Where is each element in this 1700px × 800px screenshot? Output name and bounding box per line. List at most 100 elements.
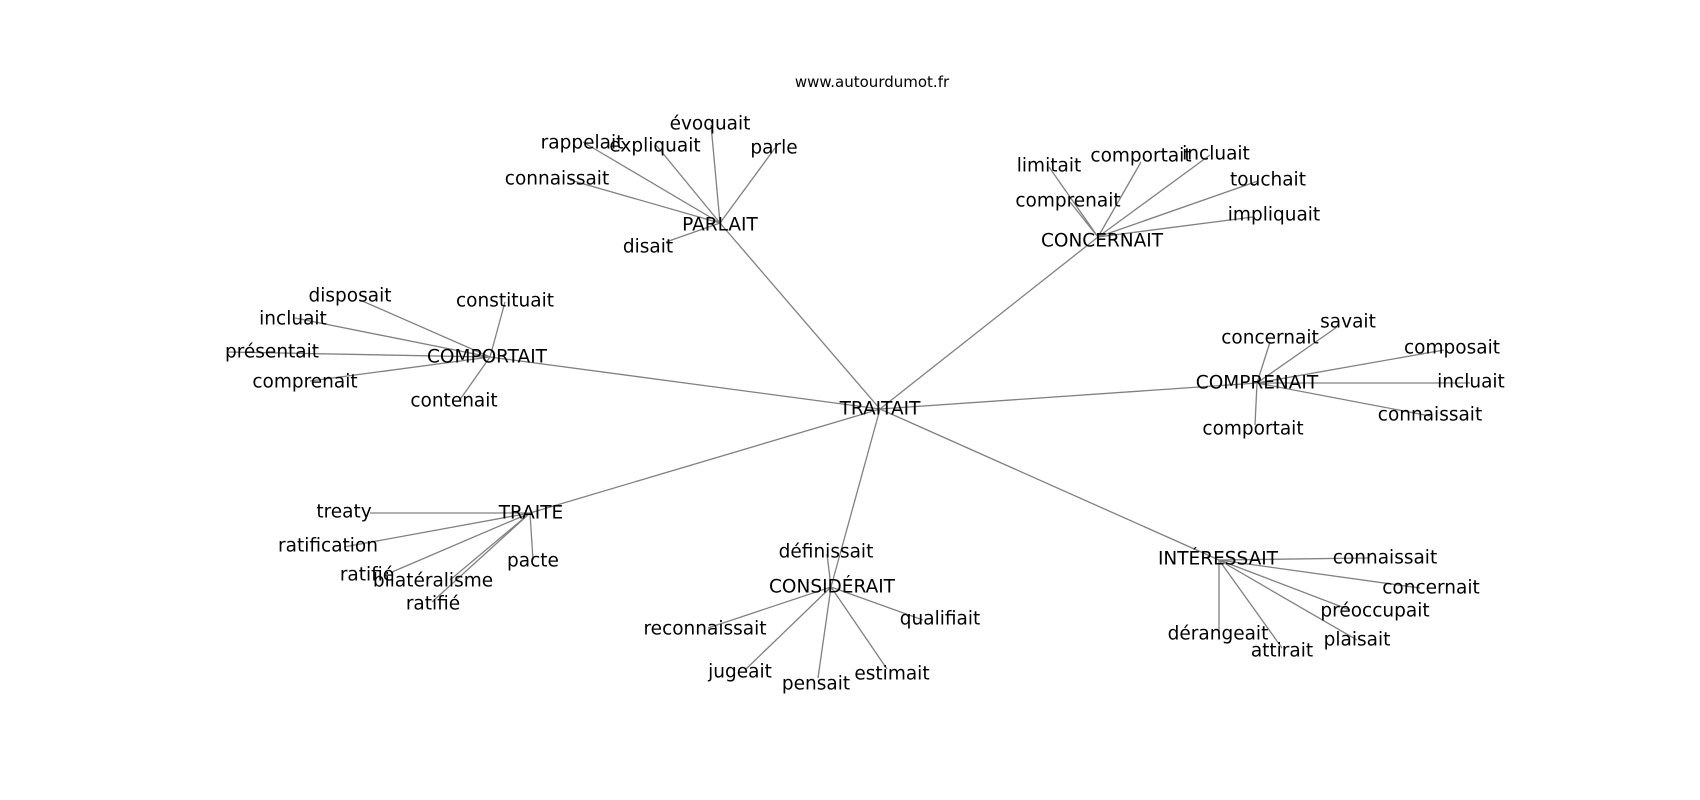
leaf-node-considerait-definissait: définissait	[779, 542, 874, 563]
leaf-node-parlait-evoquait: évoquait	[670, 114, 751, 135]
edge-considerait-definissait	[826, 553, 832, 588]
edge-considerait-reconnaissait	[707, 586, 832, 629]
leaf-node-concernait-comportait: comportait	[1090, 146, 1191, 167]
edge-comportait-comprenait	[309, 356, 491, 382]
edge-traite-bilateralisme	[449, 512, 531, 581]
leaf-node-concernait-comprenait: comprenait	[1015, 191, 1120, 212]
edge-traitait-interessait	[879, 408, 1220, 561]
leaf-node-interessait-preoccupait: préoccupait	[1320, 601, 1429, 622]
leaf-node-parlait-disait: disait	[623, 237, 673, 258]
leaf-node-traite-ratifie-1: ratifié	[340, 565, 394, 586]
edge-traite-ratifie-1	[391, 512, 531, 573]
edge-comportait-contenait	[458, 356, 491, 402]
leaf-node-concernait-impliquait: impliquait	[1228, 205, 1320, 226]
leaf-node-concernait-limitait: limitait	[1017, 156, 1081, 177]
leaf-node-considerait-jugeait: jugeait	[707, 662, 772, 683]
edge-traite-ratifie-2	[431, 512, 531, 603]
leaf-node-concernait-touchait: touchait	[1230, 170, 1306, 191]
leaf-node-parlait-parle: parle	[750, 138, 797, 159]
edge-comprenait-composait	[1256, 349, 1445, 384]
edge-considerait-estimait	[830, 586, 888, 670]
leaf-node-comportait-presentait: présentait	[225, 342, 319, 363]
leaf-node-traite-treaty: treaty	[316, 502, 371, 523]
hub-node-traite: TRAITE	[498, 503, 564, 524]
edge-comprenait-comportait	[1254, 382, 1258, 426]
edge-comprenait-connaissait	[1256, 382, 1431, 417]
leaf-node-comportait-contenait: contenait	[410, 391, 497, 412]
edge-comprenait-concernait	[1256, 341, 1271, 384]
leaf-node-parlait-connaissait: connaissait	[505, 169, 609, 190]
edge-parlait-disait	[665, 222, 721, 243]
hub-node-comportait: COMPORTAIT	[427, 347, 548, 368]
hub-node-comprenait: COMPRENAIT	[1196, 373, 1319, 394]
leaf-node-comprenait-connaissait: connaissait	[1378, 405, 1482, 426]
site-url: www.autourdumot.fr	[795, 73, 950, 91]
leaf-node-interessait-plaisait: plaisait	[1324, 630, 1391, 651]
hub-node-parlait: PARLAIT	[682, 215, 758, 236]
edge-traitait-parlait	[719, 222, 881, 410]
edge-parlait-evoquait	[710, 124, 721, 224]
leaf-node-traite-ratifie-2: ratifié	[406, 594, 460, 615]
edge-parlait-rappelait	[582, 141, 721, 224]
leaf-node-comprenait-savait: savait	[1320, 312, 1376, 333]
leaf-node-interessait-derangeait: dérangeait	[1168, 624, 1269, 645]
edge-concernait-touchait	[1097, 180, 1259, 238]
edge-traitait-considerait	[830, 408, 881, 588]
leaf-node-comprenait-concernait: concernait	[1221, 328, 1319, 349]
hub-node-considerait: CONSIDÉRAIT	[769, 576, 896, 598]
edge-interessait-attirait	[1218, 559, 1283, 649]
edge-interessait-concernait	[1218, 559, 1421, 589]
leaf-node-interessait-attirait: attirait	[1251, 641, 1313, 662]
edge-traitait-comprenait	[879, 382, 1258, 410]
leaf-node-considerait-reconnaissait: reconnaissait	[643, 619, 766, 640]
leaf-node-comportait-constituait: constituait	[456, 291, 554, 312]
edge-considerait-pensait	[817, 586, 832, 679]
edge-comportait-disposait	[359, 299, 491, 358]
edge-concernait-comprenait	[1069, 201, 1099, 238]
edge-parlait-expliquait	[655, 144, 721, 224]
leaf-node-comprenait-composait: composait	[1404, 338, 1500, 359]
edge-parlait-connaissait	[569, 179, 721, 224]
leaf-node-interessait-concernait: concernait	[1382, 578, 1480, 599]
edge-interessait-preoccupait	[1218, 559, 1351, 611]
leaf-node-considerait-estimait: estimait	[854, 664, 929, 685]
leaf-node-traite-bilateralisme: bilatéralisme	[373, 571, 493, 592]
edge-traitait-traite	[529, 408, 881, 514]
leaf-node-traite-ratification: ratification	[278, 536, 378, 557]
edge-considerait-qualifiait	[830, 586, 924, 621]
leaf-node-interessait-connaissait: connaissait	[1333, 548, 1437, 569]
edge-concernait-comportait	[1097, 161, 1142, 238]
leaf-node-comprenait-comportait: comportait	[1202, 419, 1303, 440]
leaf-node-comportait-disposait: disposait	[309, 286, 392, 307]
edge-comportait-incluait	[294, 317, 491, 358]
edge-comportait-presentait	[226, 351, 491, 358]
leaf-node-traite-pacte: pacte	[507, 551, 559, 572]
leaf-node-comprenait-incluait: incluait	[1437, 372, 1505, 393]
hub-node-interessait: INTÉRESSAIT	[1158, 548, 1279, 570]
leaf-node-comportait-incluait: incluait	[259, 309, 327, 330]
edge-traite-ratification	[343, 512, 531, 548]
center-node-traitait: TRAITAIT	[839, 399, 921, 420]
edge-traite-pacte	[529, 512, 534, 561]
edge-interessait-plaisait	[1218, 559, 1358, 641]
edge-concernait-impliquait	[1097, 216, 1254, 238]
edge-considerait-jugeait	[745, 586, 832, 670]
leaf-node-comportait-comprenait: comprenait	[252, 372, 357, 393]
leaf-node-concernait-incluait: incluait	[1182, 144, 1250, 165]
edge-comportait-constituait	[489, 301, 506, 358]
edge-interessait-connaissait	[1218, 557, 1369, 561]
edge-concernait-limitait	[1048, 166, 1099, 238]
edge-traitait-concernait	[879, 236, 1099, 410]
edge-parlait-parle	[719, 147, 776, 224]
edge-traitait-comportait	[489, 356, 881, 410]
hub-node-concernait: CONCERNAIT	[1041, 231, 1164, 252]
leaf-node-parlait-expliquait: expliquait	[609, 136, 700, 157]
graph-edges	[226, 124, 1470, 679]
leaf-node-considerait-pensait: pensait	[782, 674, 850, 695]
edge-concernait-incluait	[1097, 154, 1211, 238]
leaf-node-considerait-qualifiait: qualifiait	[900, 609, 980, 630]
leaf-node-parlait-rappelait: rappelait	[541, 133, 624, 154]
edge-comprenait-savait	[1256, 326, 1338, 384]
